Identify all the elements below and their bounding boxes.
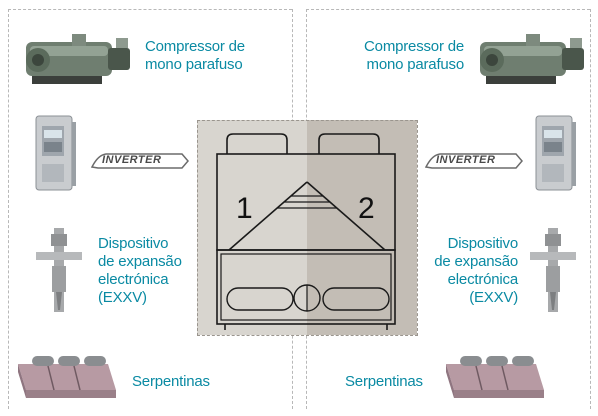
compressor-label-left-line1: Compressor de (145, 38, 245, 55)
coils-label-right: Serpentinas (345, 373, 423, 390)
coils-image-left (12, 342, 120, 402)
expansion-label-left-line2: de expansão (98, 253, 182, 270)
screw-compressor-image-left (12, 28, 140, 92)
unit-panel-circuit-2 (307, 120, 417, 335)
expansion-label-right-line3: electrónica (447, 271, 519, 288)
compressor-label-left-line2: mono parafuso (145, 56, 243, 73)
right-frame-right (590, 9, 591, 409)
compressor-label-left: Compressor de mono parafuso (145, 38, 285, 74)
expansion-label-left-line1: Dispositivo (98, 235, 169, 252)
compressor-label-right-line1: Compressor de (364, 38, 464, 55)
circuit-1-number: 1 (236, 192, 253, 225)
left-frame-top (8, 9, 292, 10)
coils-label-left: Serpentinas (132, 373, 210, 390)
expansion-label-left-line3: electrónica (98, 271, 169, 288)
chiller-unit-drawing (197, 120, 417, 335)
right-frame-top (306, 9, 590, 10)
compressor-label-right-line2: mono parafuso (366, 56, 465, 73)
expansion-label-right-line4: (EXXV) (469, 289, 518, 306)
unit-panel-circuit-1 (197, 120, 307, 335)
inverter-text-right: INVERTER (436, 154, 496, 166)
expansion-label-right-line2: de expansão (434, 253, 518, 270)
expansion-valve-image-right (528, 226, 578, 314)
inverter-drive-image-left (30, 112, 80, 194)
inverter-badge-right: INVERTER (422, 151, 526, 171)
expansion-label-left-line4: (EXXV) (98, 289, 147, 306)
expansion-label-right-line1: Dispositivo (447, 235, 519, 252)
circuit-2-number: 2 (358, 192, 375, 225)
expansion-label-right: Dispositivo de expansão electrónica (EXX… (392, 235, 518, 307)
unit-panel-border (197, 120, 418, 336)
screw-compressor-image-right (466, 28, 594, 92)
inverter-drive-image-right (530, 112, 580, 194)
compressor-label-right: Compressor de mono parafuso (316, 38, 464, 74)
expansion-valve-image-left (34, 226, 84, 314)
coils-image-right (440, 342, 548, 402)
left-frame-left (8, 9, 9, 409)
expansion-label-left: Dispositivo de expansão electrónica (EXX… (98, 235, 218, 307)
inverter-badge-left: INVERTER (88, 151, 192, 171)
inverter-text-left: INVERTER (102, 154, 162, 166)
